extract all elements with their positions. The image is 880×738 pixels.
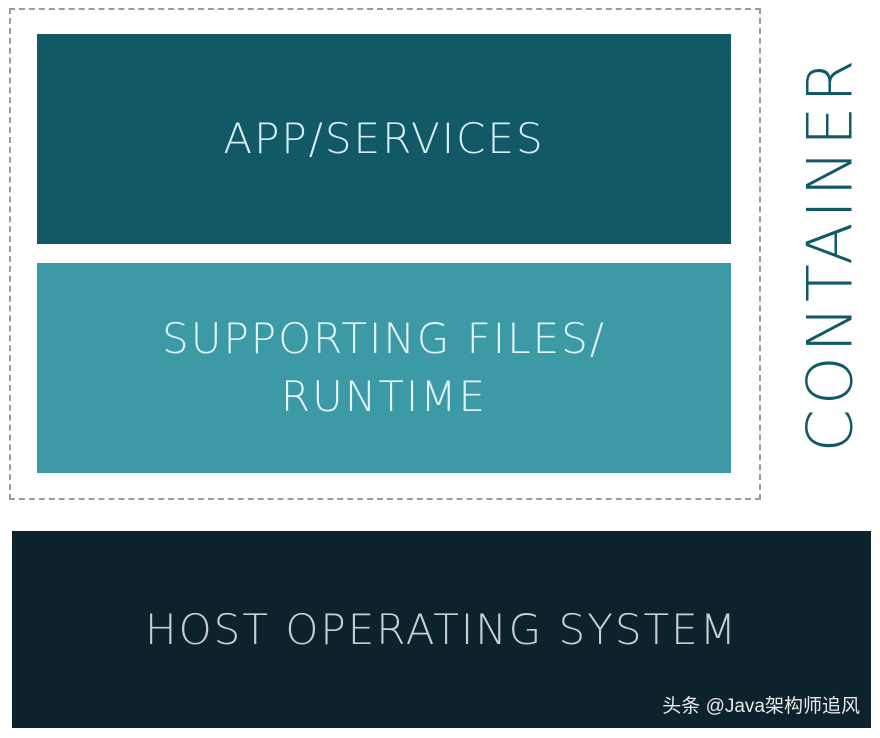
watermark: 头条 @Java架构师追风 xyxy=(662,696,860,717)
app-services-layer: APP/SERVICES xyxy=(37,34,731,244)
runtime-label-line1: SUPPORTING FILES/ xyxy=(162,314,606,363)
container-boundary xyxy=(9,8,761,500)
supporting-files-runtime-layer: SUPPORTING FILES/ RUNTIME xyxy=(37,263,731,473)
container-label-box: CONTAINER xyxy=(793,8,867,500)
runtime-label-line2: RUNTIME xyxy=(280,372,488,421)
container-label: CONTAINER xyxy=(793,55,867,453)
app-services-label: APP/SERVICES xyxy=(223,114,545,163)
host-os-label: HOST OPERATING SYSTEM xyxy=(145,604,738,654)
host-os-layer: HOST OPERATING SYSTEM xyxy=(12,531,871,728)
